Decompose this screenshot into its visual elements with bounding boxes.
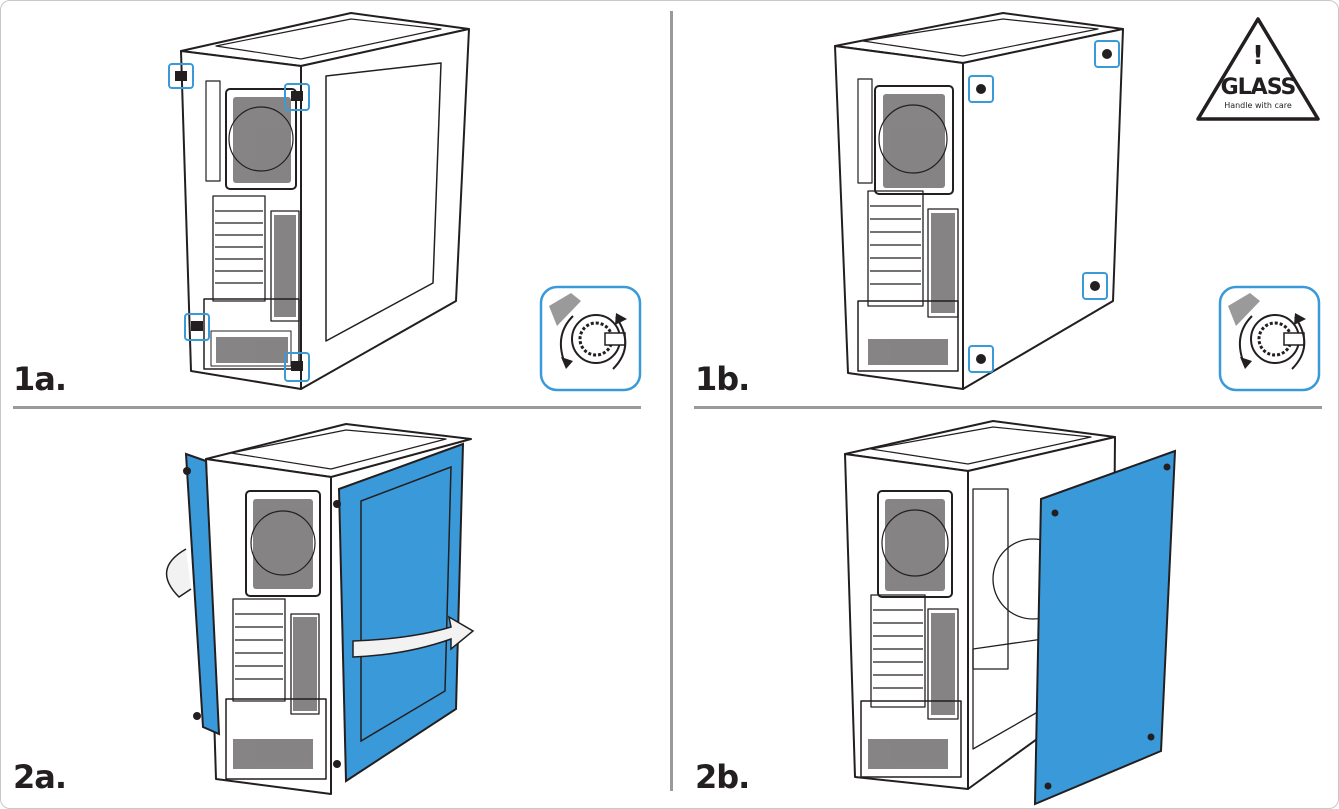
step-label: 1a. xyxy=(13,360,67,398)
step-1a-panel: 1a. xyxy=(1,1,670,406)
step-label: 2b. xyxy=(695,758,750,796)
step-1b-panel: ! GLASS Handle with care 1b. xyxy=(673,1,1338,406)
case-panel-removed-2b xyxy=(844,420,1177,806)
warning-subtitle: Handle with care xyxy=(1224,101,1292,110)
vertical-divider xyxy=(670,11,673,791)
warning-title: GLASS xyxy=(1220,75,1297,100)
step-2b-panel: 2b. xyxy=(673,409,1338,808)
step-2a-panel: 2a. xyxy=(1,409,670,808)
rotate-arrow-icon xyxy=(165,548,475,658)
case-rear-view-1a xyxy=(168,12,642,392)
case-panel-removal-2a xyxy=(165,423,475,795)
glass-warning-icon xyxy=(1196,17,1320,121)
thumbscrew-detail-icon xyxy=(1218,285,1321,392)
thumbscrew-detail-icon xyxy=(539,285,642,392)
horizontal-divider-right xyxy=(694,406,1322,409)
case-rear-view-1b xyxy=(834,12,1321,392)
step-label: 2a. xyxy=(13,758,67,796)
warning-symbol: ! xyxy=(1252,41,1264,71)
step-label: 1b. xyxy=(695,360,750,398)
horizontal-divider-left xyxy=(13,406,641,409)
